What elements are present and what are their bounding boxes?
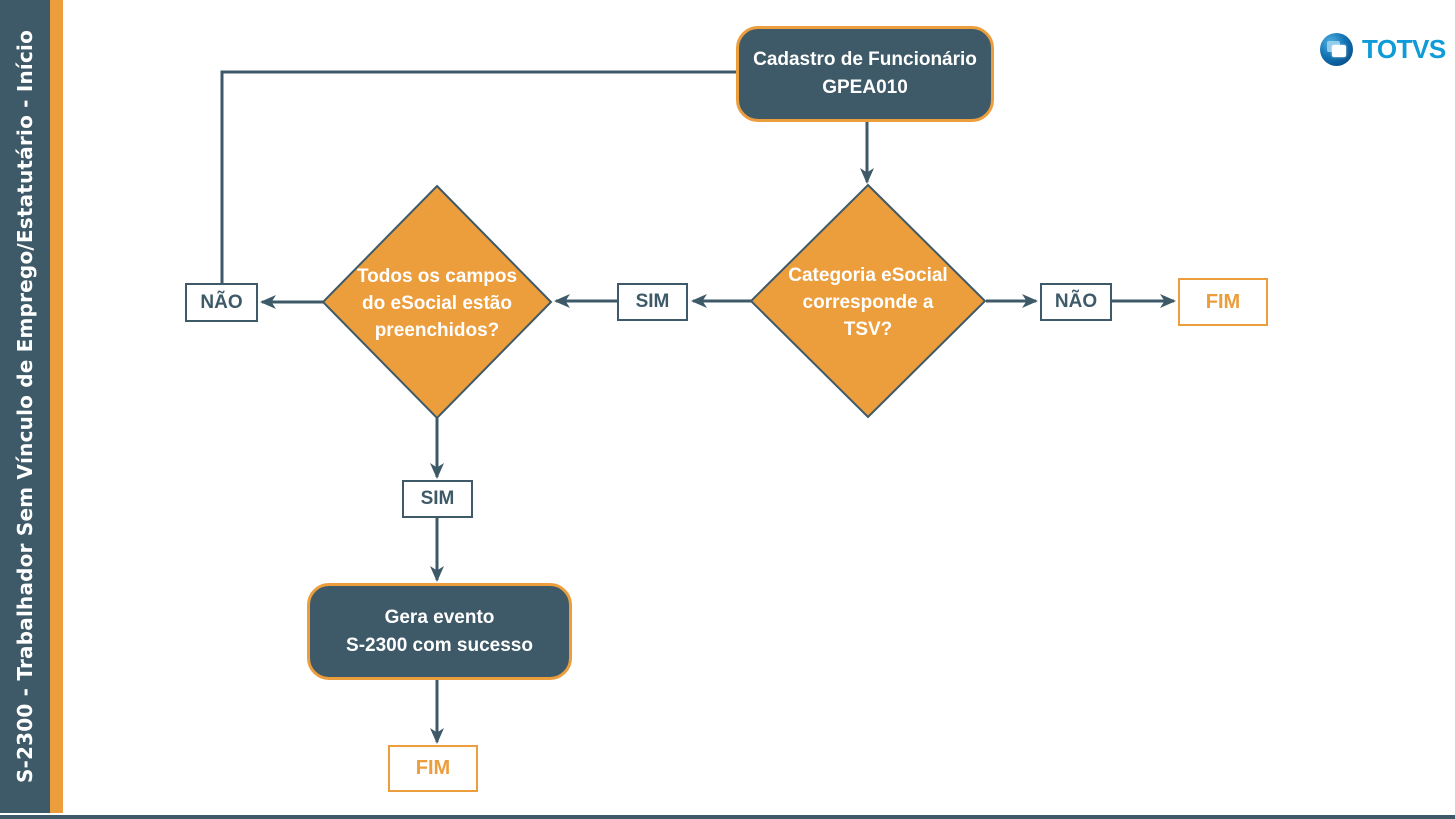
process-node-gera-evento: Gera evento S-2300 com sucesso <box>307 583 572 680</box>
label-sim-middle: SIM <box>617 283 688 321</box>
decision-campos-line1: Todos os campos <box>356 266 518 287</box>
decision-campos-line3: preenchidos? <box>374 320 500 341</box>
totvs-wordmark: TOTVS <box>1362 34 1446 64</box>
decision-diamond-categoria-tsv <box>749 183 987 419</box>
success-node-line2: S-2300 com sucesso <box>346 634 533 656</box>
label-sim-bottom: SIM <box>402 480 473 518</box>
totvs-sphere-square-front <box>1332 45 1346 57</box>
decision-tsv-line3: TSV? <box>843 319 893 340</box>
sidebar-bar <box>0 0 50 813</box>
sidebar-accent-stripe <box>50 0 63 813</box>
totvs-sphere-icon <box>1320 33 1353 66</box>
start-node-cadastro-funcionario: Cadastro de Funcionário GPEA010 <box>736 26 994 122</box>
label-nao-left: NÃO <box>185 283 258 322</box>
success-node-line1: Gera evento <box>384 606 495 628</box>
decision-campos-line2: do eSocial estão <box>362 293 512 314</box>
decision-diamond-campos-esocial <box>321 184 553 420</box>
start-node-line1: Cadastro de Funcionário <box>753 49 977 70</box>
totvs-logo: TOTVS <box>1320 33 1446 66</box>
decision-tsv-line1: Categoria eSocial <box>788 265 948 286</box>
terminator-fim-right: FIM <box>1178 278 1268 326</box>
decision-tsv-line2: corresponde a <box>802 292 934 313</box>
decision-campos-label: Todos os campos do eSocial estão preench… <box>332 263 542 344</box>
start-node-line2: GPEA010 <box>822 77 908 98</box>
decision-tsv-label: Categoria eSocial corresponde a TSV? <box>763 262 973 343</box>
terminator-fim-bottom: FIM <box>388 745 478 792</box>
connector-nao-to-start <box>220 70 736 283</box>
label-nao-right: NÃO <box>1040 283 1112 321</box>
bottom-border-bar <box>0 815 1455 819</box>
